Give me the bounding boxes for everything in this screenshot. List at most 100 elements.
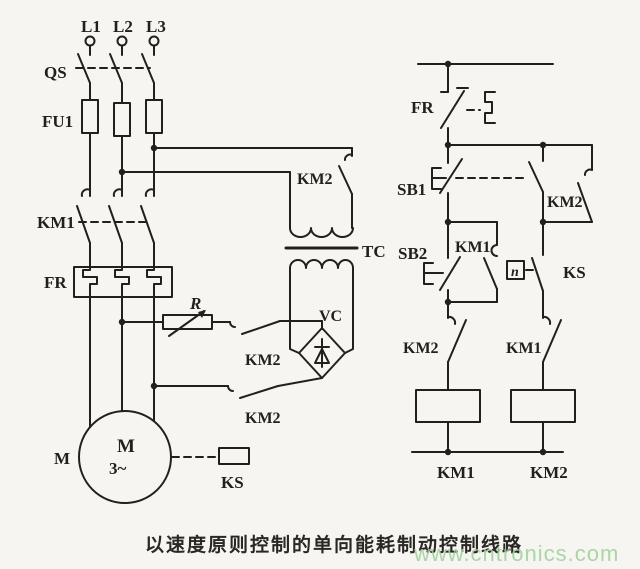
watermark: www.cntronics.com — [413, 541, 619, 566]
km2-selfhold-hook — [584, 168, 593, 176]
km2-coil-box — [510, 389, 576, 423]
junction-dots — [118, 60, 547, 456]
motor-phase-label: 3~ — [109, 459, 127, 478]
qs-blade-1 — [77, 53, 91, 84]
phase-l3-label: L3 — [146, 17, 166, 36]
km1-coil: KM1 — [415, 389, 481, 482]
phase-l1-label: L1 — [81, 17, 101, 36]
fr-nc-contact: FR — [411, 63, 496, 146]
fr-heater-1 — [82, 266, 98, 298]
fuse-2 — [113, 102, 131, 137]
km2-dcplus-label: KM2 — [245, 352, 281, 369]
km2-tc-contact: KM2 — [297, 147, 353, 229]
vc-diode-triangle — [314, 348, 330, 364]
vc-rectifier: VC — [298, 308, 346, 379]
speed-n-box — [506, 260, 525, 280]
fr-heater-2 — [114, 266, 130, 298]
ks-contact-label: KS — [563, 263, 586, 282]
tc-label: TC — [362, 242, 386, 261]
km2-selfhold-contact: KM2 — [542, 144, 593, 223]
fr-thermal-symbol — [484, 91, 496, 124]
fuse-3 — [145, 99, 163, 134]
control-rails — [411, 63, 564, 453]
km1-blade-3 — [140, 205, 155, 244]
km2-coil: KM2 — [510, 389, 576, 482]
ks-box — [218, 447, 250, 465]
km1-blade-2 — [108, 205, 123, 244]
km2-coil-label: KM2 — [530, 463, 568, 482]
ks-speed-relay: KS — [171, 447, 250, 492]
motor-m: M 3~ M — [54, 410, 172, 504]
km1-selfhold-label: KM1 — [455, 239, 491, 256]
km1-selfhold-blade — [483, 257, 498, 290]
km2-dcminus-blade — [239, 385, 279, 399]
km1-interlock-label: KM1 — [506, 340, 542, 357]
km1-selfhold-hook — [490, 244, 498, 257]
braking-resistor-branch: R KM2 — [121, 294, 323, 369]
resistor-arrow — [168, 310, 205, 337]
sb1-label: SB1 — [397, 180, 426, 199]
braking-dc-minus-branch: KM2 — [153, 377, 323, 427]
terminal-l1 — [84, 35, 96, 47]
km1-blade-1 — [76, 205, 91, 244]
fr-main-label: FR — [44, 273, 67, 292]
km2-nc-interlock: KM2 — [403, 301, 467, 391]
fr-ctrl-label: FR — [411, 98, 434, 117]
km1-main-label: KM1 — [37, 213, 75, 232]
supply-terminals: L1 L2 L3 — [81, 17, 166, 47]
ks-speed-contact: n KS — [506, 221, 586, 317]
km2-interlock-hook — [447, 315, 457, 325]
motor-circle — [78, 410, 172, 504]
km2-dcplus-blade — [241, 320, 281, 335]
speed-n-label: n — [511, 265, 519, 280]
km2-dcplus-hook — [229, 321, 236, 328]
km2-selfhold-label: KM2 — [547, 194, 583, 211]
ks-blade — [531, 257, 544, 292]
sb1-no-blade — [528, 161, 544, 193]
phase-wires-upper — [89, 132, 353, 197]
fr-thermal-relay: FR — [44, 266, 173, 298]
km2-interlock-label: KM2 — [403, 340, 439, 357]
motor-leads — [89, 296, 155, 428]
km1-coil-box — [415, 389, 481, 423]
km1-nc-interlock: KM1 — [506, 315, 562, 391]
km2-dcminus-label: KM2 — [245, 410, 281, 427]
fu1-fuses: FU1 — [42, 82, 163, 137]
km1-selfhold-contact: KM1 — [447, 221, 498, 303]
km2-tc-blade — [338, 165, 353, 195]
motor-m-label: M — [117, 436, 135, 457]
motor-ext-label: M — [54, 449, 70, 468]
tc-secondary-winding — [289, 259, 354, 269]
km2-tc-hook — [344, 153, 353, 161]
phase-l2-label: L2 — [113, 17, 133, 36]
km2-dcminus-hook — [227, 385, 234, 392]
qs-label: QS — [44, 63, 67, 82]
terminal-l3 — [148, 35, 160, 47]
qs-disconnect-switch: QS — [44, 44, 155, 84]
fr-blade — [440, 90, 465, 129]
sb2-label: SB2 — [398, 244, 427, 263]
sb1-no-contact — [528, 144, 544, 223]
sb2-blade — [439, 256, 461, 291]
km2-interlock-blade — [447, 319, 467, 363]
sb1-stop-button: SB1 — [397, 144, 527, 223]
vc-bridge-diamond — [298, 327, 346, 379]
fuse-1 — [81, 99, 99, 134]
km1-coil-label: KM1 — [437, 463, 475, 482]
tc-transformer: TC — [284, 171, 386, 354]
figure-caption: 以速度原则控制的单向能耗制动控制线路 — [145, 533, 523, 556]
fr-heater-3 — [146, 266, 162, 298]
km2-selfhold-blade — [577, 182, 593, 223]
km1-main-contacts: KM1 — [37, 188, 155, 268]
tc-primary-winding — [289, 227, 354, 238]
sb2-start-button: SB2 — [398, 221, 461, 303]
r-label: R — [189, 294, 201, 313]
ks-box-label: KS — [221, 473, 244, 492]
resistor-arrowhead — [198, 310, 206, 318]
sb1-blade — [439, 158, 463, 194]
vc-label: VC — [319, 308, 342, 325]
km2-tc-label: KM2 — [297, 171, 333, 188]
km1-interlock-hook — [542, 315, 552, 325]
